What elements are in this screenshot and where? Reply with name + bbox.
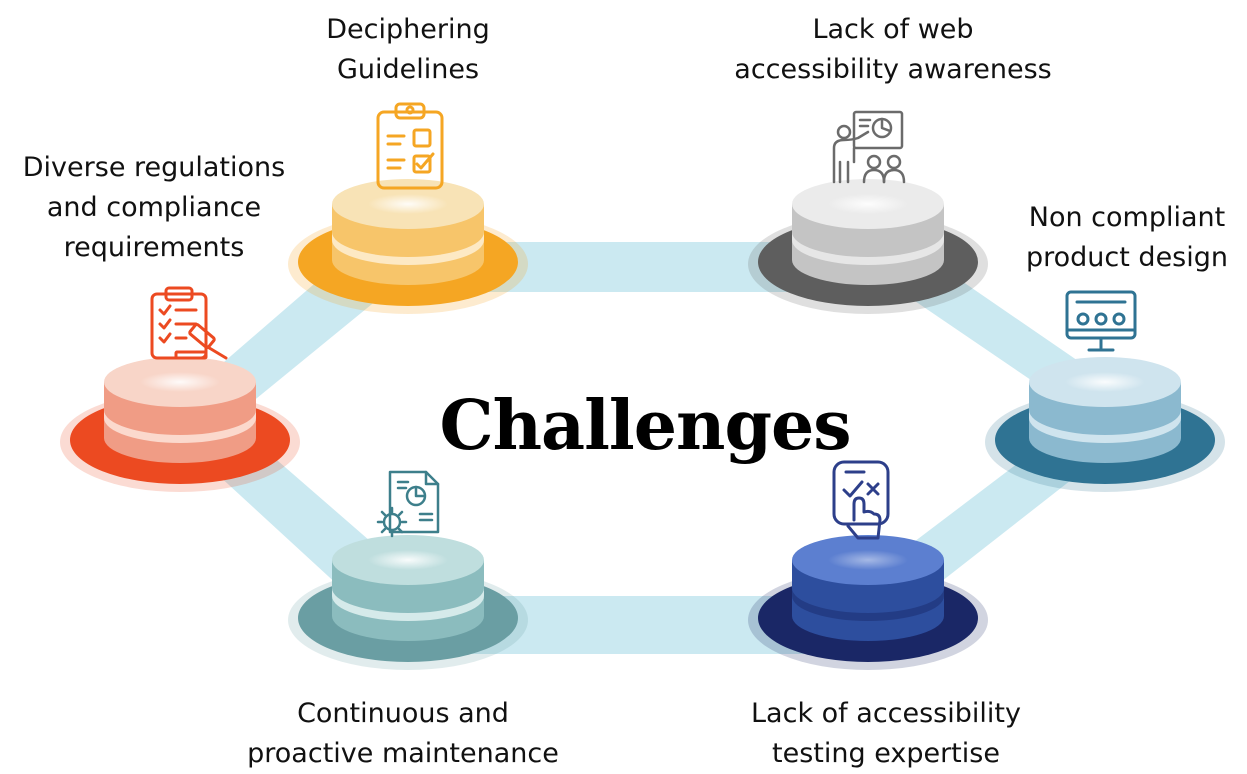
label-line: Lack of web <box>812 14 974 45</box>
label-line: Continuous and <box>297 698 509 729</box>
label-line: and compliance <box>46 192 262 223</box>
label-line: product design <box>1026 242 1228 273</box>
node-non-compliant-product-design <box>985 357 1225 492</box>
connector-top <box>408 242 868 292</box>
connector-bottom <box>408 596 868 654</box>
label-non-compliant-product-design: Non compliant product design <box>1012 198 1242 278</box>
label-line: requirements <box>63 232 245 263</box>
disc-stripe <box>792 588 944 621</box>
label-deciphering-guidelines: Deciphering Guidelines <box>313 10 503 90</box>
disc-stripe <box>792 232 944 265</box>
label-line: accessibility awareness <box>734 54 1052 85</box>
label-line: Non compliant <box>1028 202 1226 233</box>
clipboard-gavel-icon <box>150 286 228 360</box>
disc-stripe <box>332 232 484 265</box>
disc-stripe <box>1029 410 1181 443</box>
node-lack-of-accessibility-testing-expertise <box>748 535 988 670</box>
clipboard-checklist-icon <box>376 102 444 190</box>
label-line: Deciphering <box>326 14 490 45</box>
label-line: Diverse regulations <box>22 152 286 183</box>
touch-checklist-icon <box>832 460 890 540</box>
node-deciphering-guidelines <box>288 179 528 314</box>
label-diverse-regulations-and-compliance-requirements: Diverse regulations and compliance requi… <box>4 148 304 268</box>
monitor-design-icon <box>1065 290 1137 352</box>
label-line: Lack of accessibility <box>751 698 1021 729</box>
label-lack-of-accessibility-testing-expertise: Lack of accessibility testing expertise <box>736 694 1036 774</box>
disc-stripe <box>332 588 484 621</box>
node-lack-of-web-accessibility-awareness <box>748 179 988 314</box>
label-lack-of-web-accessibility-awareness: Lack of web accessibility awareness <box>728 10 1058 90</box>
document-gear-icon <box>376 470 440 538</box>
presentation-audience-icon <box>832 110 906 184</box>
label-line: testing expertise <box>772 738 1000 769</box>
diagram-title: Challenges <box>439 386 851 466</box>
node-continuous-and-proactive-maintenance <box>288 535 528 670</box>
label-continuous-and-proactive-maintenance: Continuous and proactive maintenance <box>228 694 578 774</box>
label-line: Guidelines <box>336 54 480 85</box>
disc-stripe <box>104 410 256 443</box>
label-line: proactive maintenance <box>247 738 559 769</box>
node-diverse-regulations-and-compliance-requirements <box>60 357 300 492</box>
